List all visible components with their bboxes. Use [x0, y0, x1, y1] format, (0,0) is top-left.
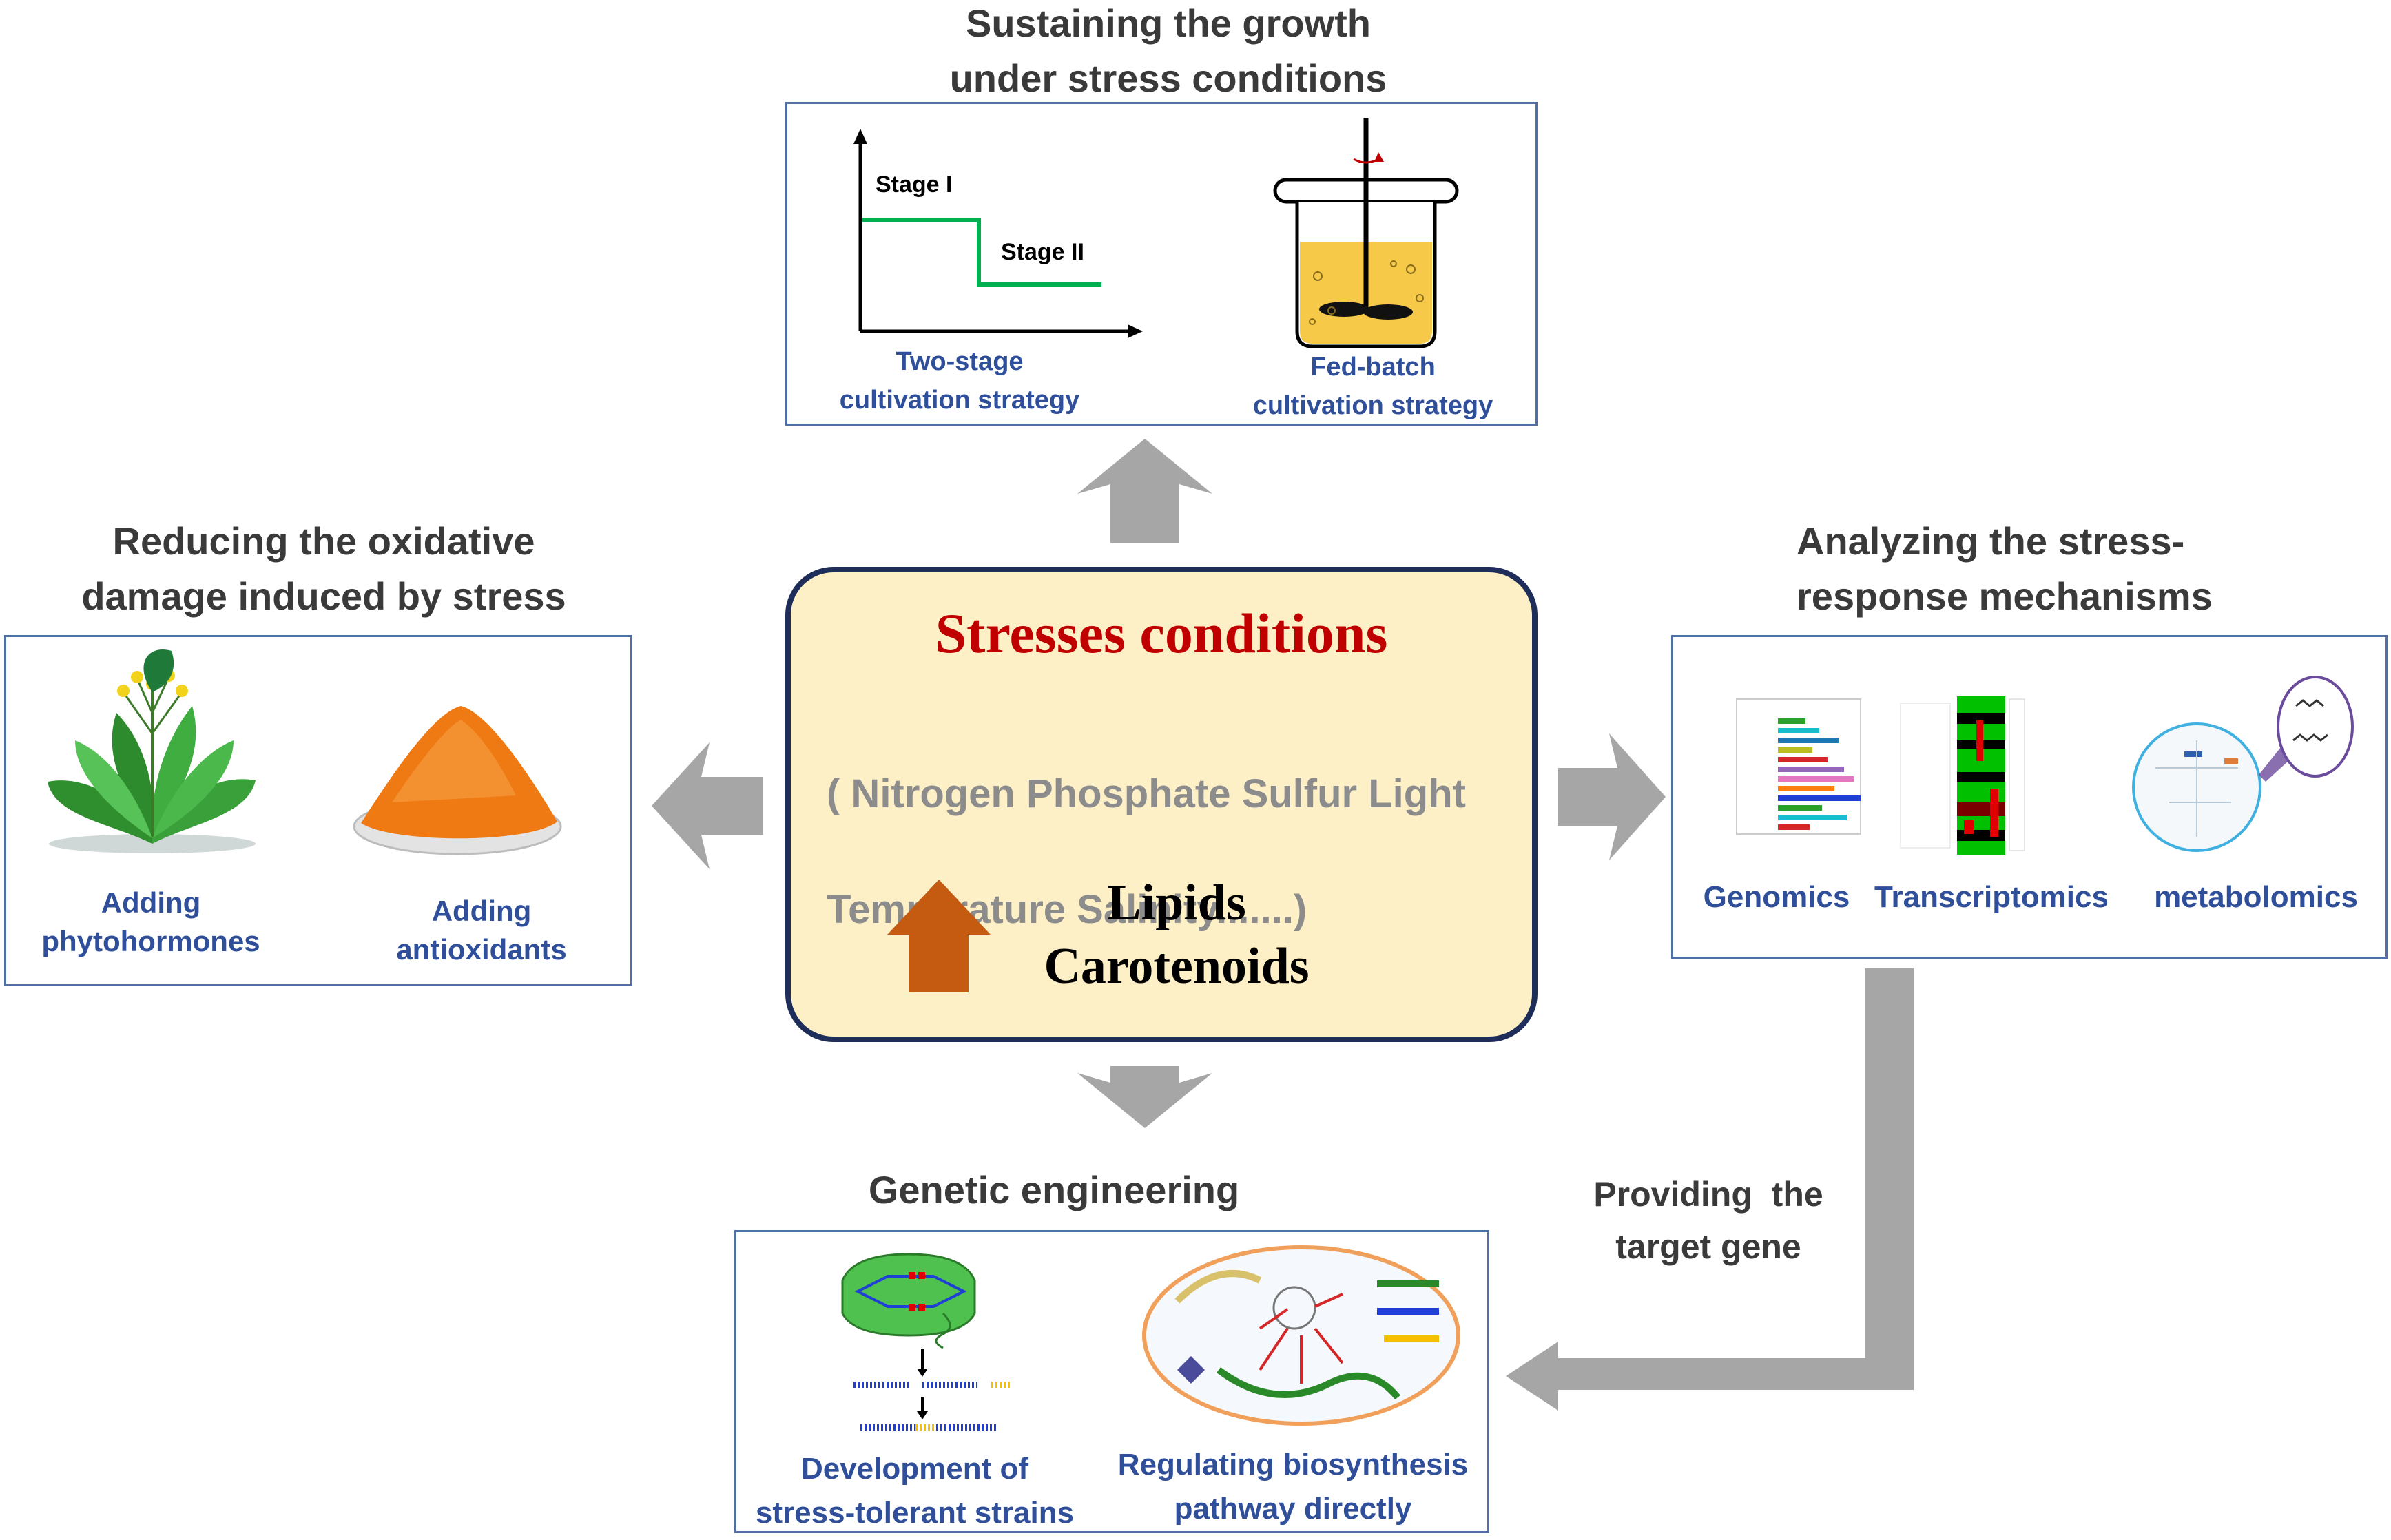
caption-genomics: Genomics [1703, 880, 1850, 914]
bioreactor-icon [1273, 118, 1459, 348]
top-heading-line2: under stress conditions [949, 56, 1387, 100]
left-panel: Adding phytohormones Adding antioxidants [4, 635, 632, 986]
pathway-regulation-icon [1142, 1245, 1460, 1426]
top-heading-line1: Sustaining the growth [966, 1, 1371, 45]
caption-transcriptomics: Transcriptomics [1874, 880, 2109, 914]
caption-dev-line2: stress-tolerant strains [755, 1496, 1075, 1530]
stress-conditions-list: ( Nitrogen Phosphate Sulfur Light Temper… [827, 707, 1515, 997]
arrow-l-shaped-icon [1506, 968, 1914, 1411]
arrow-down-icon [1077, 1066, 1212, 1128]
right-heading-line1: Analyzing the stress- [1797, 519, 2185, 563]
strain-development-icon [841, 1253, 1012, 1431]
arrow-right-icon [1558, 733, 1666, 860]
caption-antioxidants: Adding antioxidants [378, 892, 585, 969]
product-lipids: Lipids [1107, 875, 1246, 931]
caption-phyto-line2: phytohormones [41, 925, 260, 957]
graph-stage2-label: Stage II [1001, 239, 1084, 265]
caption-two-stage-line1: Two-stage [896, 347, 1024, 376]
top-panel: Stage I Stage II Two-stage cultivation s… [785, 102, 1538, 426]
caption-fed-batch: Fed-batch cultivation strategy [1235, 348, 1511, 425]
left-heading-line1: Reducing the oxidative [112, 519, 535, 563]
caption-two-stage: Two-stage cultivation strategy [829, 342, 1090, 419]
left-heading-line2: damage induced by stress [81, 574, 566, 618]
metabolomics-pathway-icon [2132, 676, 2354, 852]
stress-conditions-line1: ( Nitrogen Phosphate Sulfur Light [827, 771, 1466, 816]
right-panel: Genomics Transcriptomics metabolomics [1671, 635, 2388, 959]
two-stage-graph [853, 129, 1143, 338]
transcriptomics-heatmap-icon [1900, 696, 2025, 855]
stage-line [862, 218, 1101, 287]
caption-fed-batch-line1: Fed-batch [1310, 353, 1436, 382]
product-carotenoids: Carotenoids [1044, 938, 1310, 995]
caption-metabolomics: metabolomics [2154, 880, 2358, 914]
arrow-left-icon [652, 742, 763, 869]
connector-label-line2: target gene [1615, 1227, 1801, 1266]
connector-label: Providing the target gene [1543, 1168, 1874, 1273]
caption-regulating: Regulating biosynthesis pathway directly [1100, 1443, 1486, 1531]
top-heading: Sustaining the growth under stress condi… [824, 0, 1513, 106]
left-heading: Reducing the oxidative damage induced by… [0, 514, 648, 624]
right-heading-line2: response mechanisms [1797, 574, 2213, 618]
caption-phyto-line1: Adding [101, 886, 201, 919]
caption-reg-line1: Regulating biosynthesis [1117, 1448, 1469, 1481]
right-heading: Analyzing the stress- response mechanism… [1722, 514, 2315, 624]
center-stress-box: Stresses conditions ( Nitrogen Phosphate… [785, 567, 1538, 1042]
stress-title: Stresses conditions [935, 602, 1388, 665]
bottom-panel: Development of stress-tolerant strains R… [734, 1230, 1489, 1533]
caption-dev-line1: Development of [800, 1452, 1029, 1486]
caption-two-stage-line2: cultivation strategy [839, 386, 1080, 415]
antioxidant-powder-icon [353, 706, 562, 855]
arrow-up-icon [1077, 439, 1212, 543]
genomics-chart-icon [1736, 698, 1861, 835]
caption-reg-line2: pathway directly [1174, 1492, 1412, 1526]
caption-fed-batch-line2: cultivation strategy [1252, 391, 1493, 420]
plant-icon [48, 649, 256, 853]
caption-development: Development of stress-tolerant strains [736, 1447, 1093, 1535]
caption-anti-line1: Adding [431, 895, 532, 927]
graph-stage1-label: Stage I [876, 171, 953, 198]
caption-phytohormones: Adding phytohormones [34, 884, 268, 961]
increase-up-arrow-icon [887, 880, 991, 992]
bottom-heading: Genetic engineering [868, 1168, 1240, 1211]
caption-anti-line2: antioxidants [396, 933, 567, 966]
connector-label-line1: Providing the [1593, 1175, 1823, 1214]
